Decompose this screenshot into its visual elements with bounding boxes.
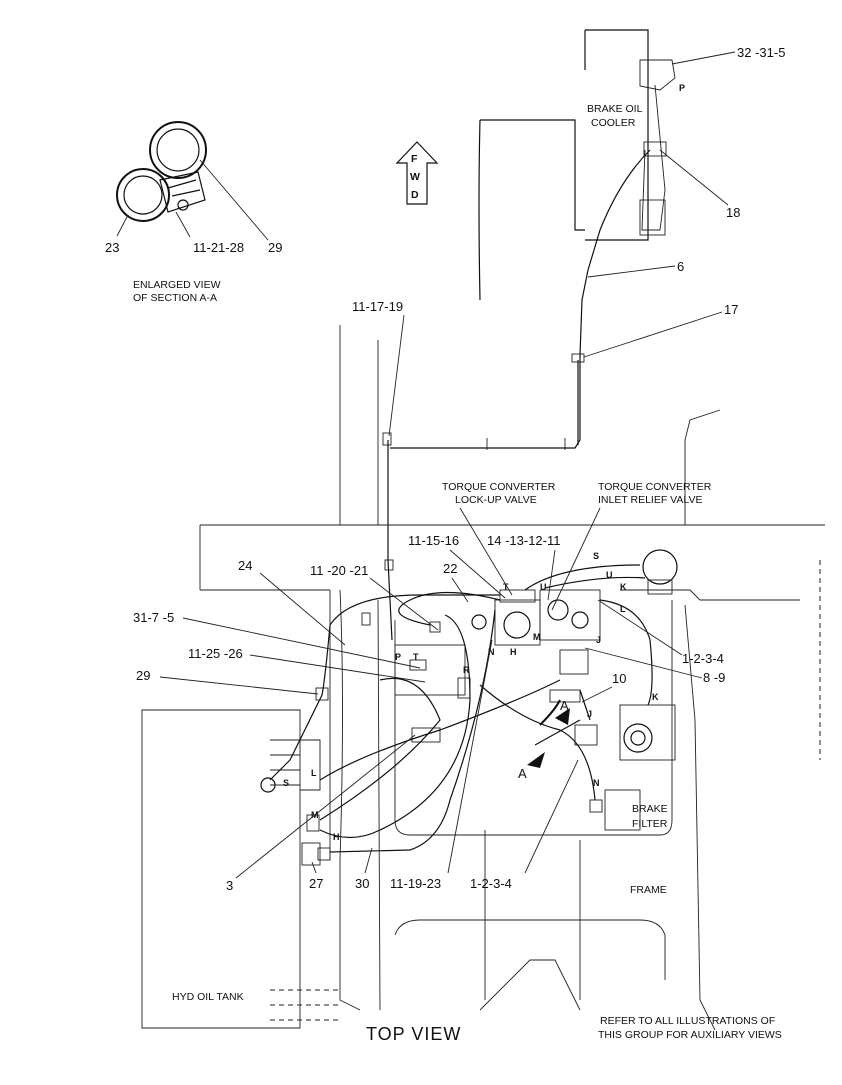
- callout-30: 30: [355, 876, 369, 891]
- section-caption-line2: OF SECTION A-A: [133, 292, 217, 304]
- port-j-pump: J: [587, 709, 592, 719]
- port-t-mid: T: [413, 652, 419, 662]
- callout-3: 3: [226, 878, 233, 893]
- port-n-mid: N: [488, 647, 495, 657]
- section-mark-a-1: A: [560, 698, 569, 713]
- brake-filter-label-2: FILTER: [632, 818, 668, 830]
- callout-18: 18: [726, 205, 740, 220]
- callout-32-31-5: 32 -31-5: [737, 45, 785, 60]
- tc-relief-label-2: INLET RELIEF VALVE: [598, 494, 702, 506]
- section-mark-a-2: A: [518, 766, 527, 781]
- port-l-tank: L: [311, 768, 317, 778]
- callout-11-20-21: 11 -20 -21: [310, 563, 368, 578]
- machine-frame: FRAME: [199, 325, 825, 1031]
- callout-11-25-26: 11-25 -26: [188, 646, 243, 661]
- brake-filter-label-1: BRAKE: [632, 803, 668, 815]
- port-h-tank: H: [333, 832, 340, 842]
- callout-14-13-12-11: 14 -13-12-11: [487, 533, 560, 548]
- cooler-return-line: 6 17 11-17-19: [352, 149, 738, 641]
- callout-27: 27: [309, 876, 323, 891]
- callout-24: 24: [238, 558, 252, 573]
- port-s-top: S: [593, 551, 599, 561]
- port-u-top: U: [540, 582, 547, 592]
- callout-23: 23: [105, 240, 119, 255]
- fwd-letter-w: W: [410, 171, 420, 183]
- component-labels: TORQUE CONVERTER LOCK-UP VALVE TORQUE CO…: [442, 481, 712, 611]
- callout-8-9: 8 -9: [703, 670, 725, 685]
- callout-1-2-3-4-right: 1-2-3-4: [682, 651, 724, 666]
- brake-oil-cooler: BRAKE OIL COOLER P 32 -31-5 18: [478, 29, 785, 301]
- tc-lockup-label-2: LOCK-UP VALVE: [455, 494, 537, 506]
- brake-oil-cooler-label-1: BRAKE OIL: [587, 103, 643, 115]
- callout-11-19-23: 11-19-23: [390, 876, 441, 891]
- port-p-mid: P: [395, 652, 401, 662]
- section-caption-line1: ENLARGED VIEW: [133, 279, 221, 291]
- callout-29-section: 29: [268, 240, 282, 255]
- note-line-1: REFER TO ALL ILLUSTRATIONS OF: [600, 1015, 775, 1027]
- brake-pump: [574, 549, 678, 761]
- callout-6: 6: [677, 259, 684, 274]
- valve-cluster: [394, 589, 601, 743]
- callout-10: 10: [612, 671, 626, 686]
- port-u-right: U: [606, 570, 613, 580]
- section-a-a-view: 23 11-21-28 29 ENLARGED VIEW OF SECTION …: [105, 121, 282, 304]
- callouts: 11-15-16 14 -13-12-11 24 11 -20 -21 22 3…: [133, 533, 725, 893]
- frame-label: FRAME: [630, 884, 667, 896]
- fwd-letter-d: D: [411, 189, 419, 201]
- port-k-pump: K: [652, 692, 659, 702]
- tc-lockup-label-1: TORQUE CONVERTER: [442, 481, 556, 493]
- tc-relief-label-1: TORQUE CONVERTER: [598, 481, 712, 493]
- note-line-2: THIS GROUP FOR AUXILIARY VIEWS: [598, 1029, 782, 1041]
- port-k-top: K: [620, 582, 627, 592]
- port-r-mid: R: [463, 665, 470, 675]
- port-h-top: H: [510, 647, 517, 657]
- hose-routes: [269, 564, 653, 853]
- port-s-tank: S: [283, 778, 289, 788]
- fwd-arrow: F W D: [395, 141, 439, 205]
- callout-1-2-3-4-bottom: 1-2-3-4: [470, 876, 512, 891]
- callout-17: 17: [724, 302, 738, 317]
- port-m-top: M: [533, 632, 541, 642]
- port-t-top: T: [503, 582, 509, 592]
- brake-oil-cooler-label-2: COOLER: [591, 117, 636, 129]
- view-title: TOP VIEW: [366, 1024, 461, 1044]
- callout-11-21-28: 11-21-28: [193, 240, 244, 255]
- callout-29-main: 29: [136, 668, 150, 683]
- hyd-tank-label: HYD OIL TANK: [172, 991, 244, 1003]
- callout-11-15-16: 11-15-16: [408, 533, 459, 548]
- brake-filter: BRAKE FILTER: [589, 789, 668, 831]
- port-l-top: L: [620, 604, 626, 614]
- callout-11-17-19: 11-17-19: [352, 299, 403, 314]
- port-n-filter: N: [593, 778, 600, 788]
- port-j-top: J: [596, 635, 601, 645]
- hyd-oil-tank: HYD OIL TANK: [141, 709, 340, 1029]
- callout-31-7-5: 31-7 -5: [133, 610, 174, 625]
- fwd-letter-f: F: [411, 153, 418, 165]
- callout-22: 22: [443, 561, 457, 576]
- section-markers: A A: [518, 698, 581, 781]
- port-p-cooler: P: [679, 83, 685, 93]
